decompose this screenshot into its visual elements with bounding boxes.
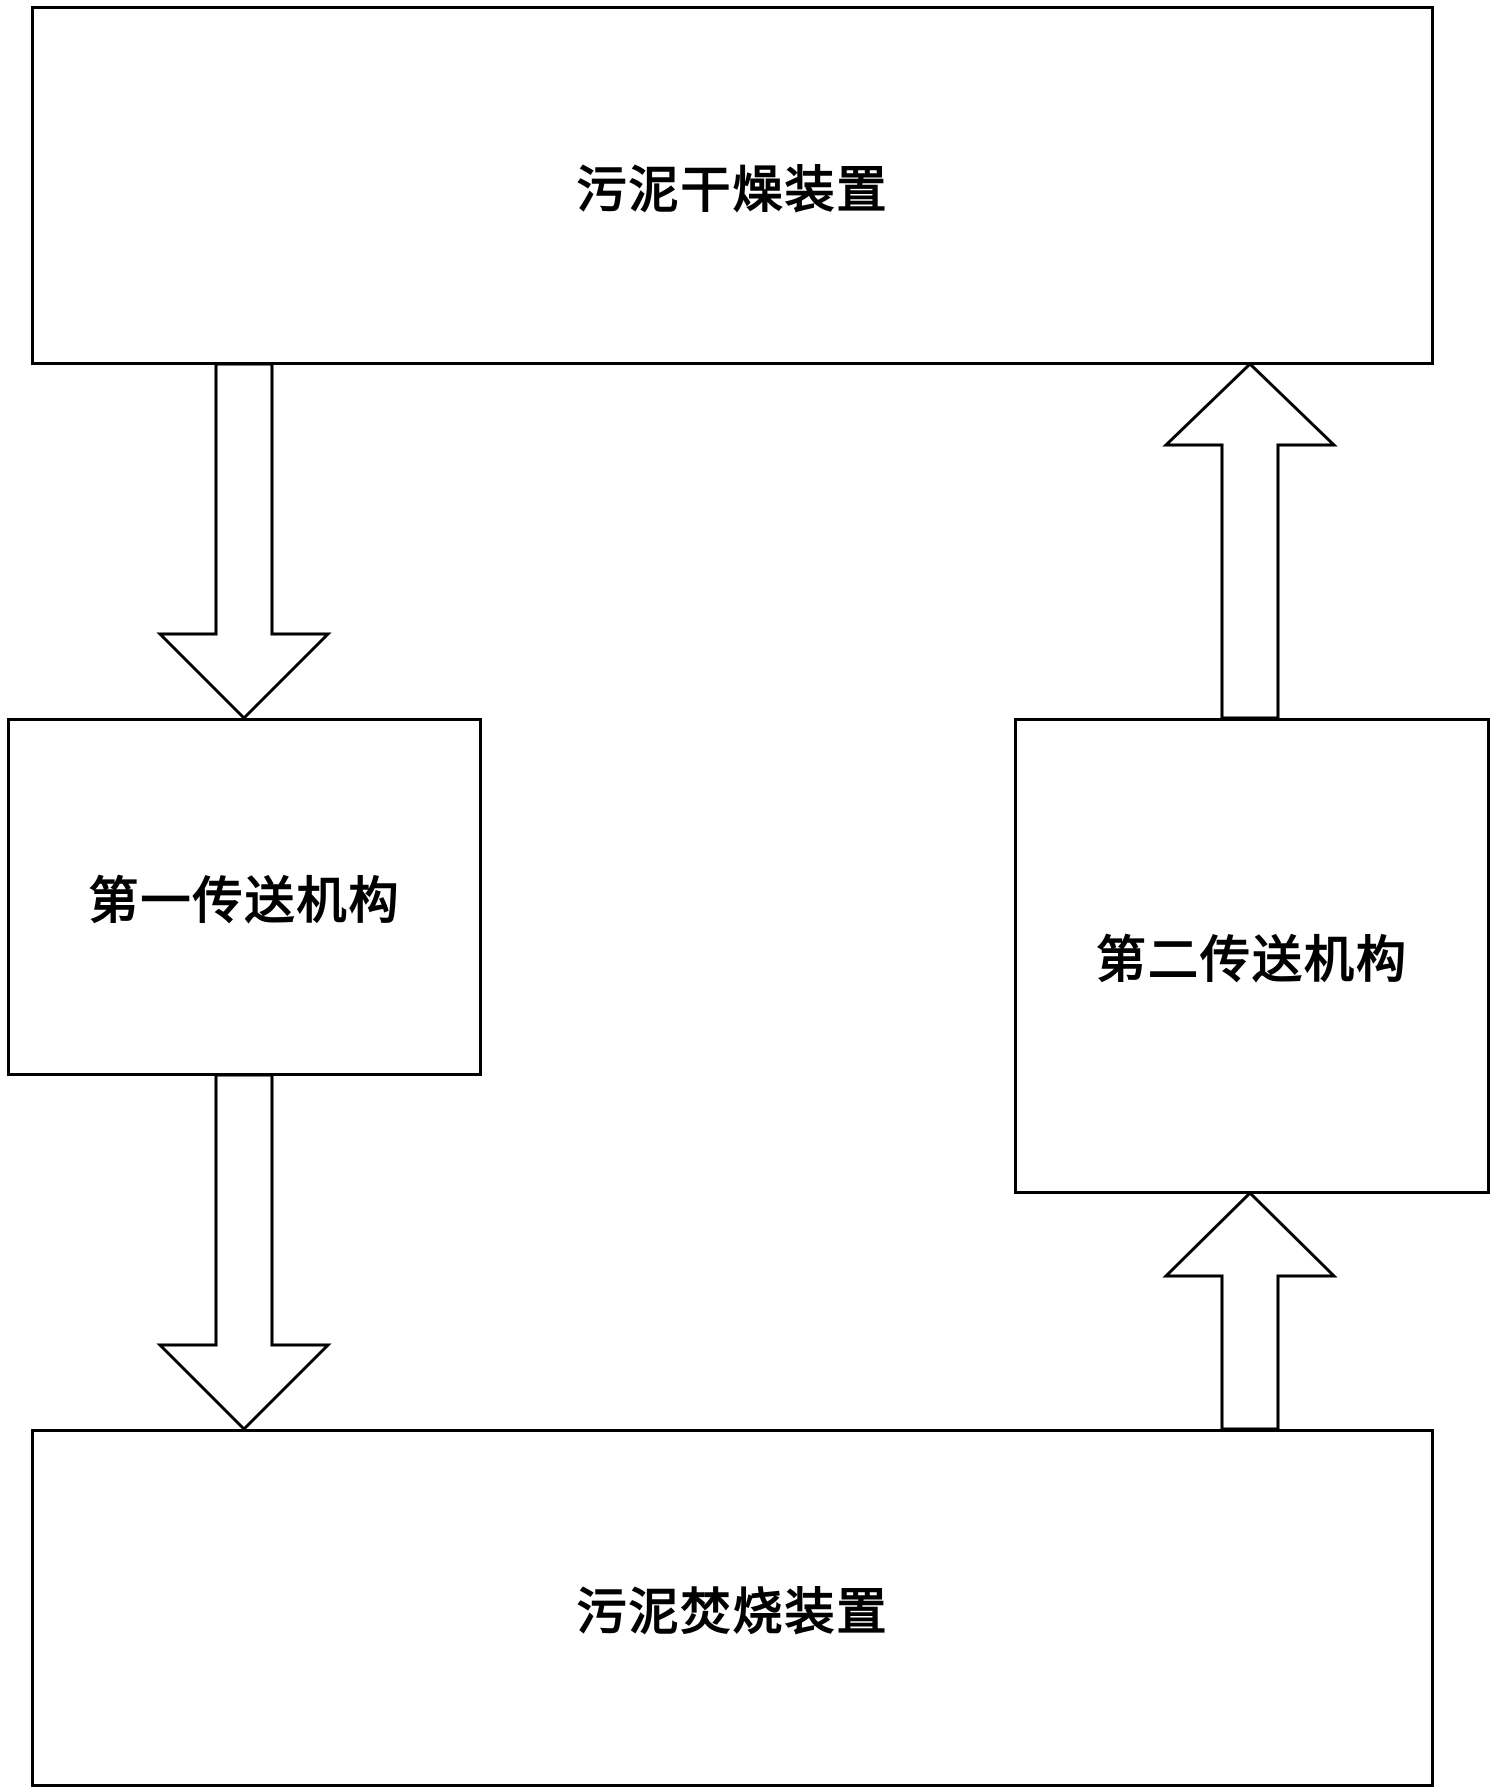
sludge-drying-device-box: 污泥干燥装置: [31, 6, 1434, 365]
sludge-incineration-device-label: 污泥焚烧装置: [576, 1583, 889, 1641]
second-conveyor-box: 第二传送机构: [1014, 718, 1490, 1194]
arrow-second-conveyor-to-dryer: [1162, 361, 1338, 720]
arrow-dryer-to-first-conveyor: [156, 362, 332, 721]
arrow-incineration-to-second-conveyor: [1162, 1190, 1338, 1431]
sludge-drying-device-label: 污泥干燥装置: [576, 160, 889, 219]
first-conveyor-label: 第一传送机构: [88, 872, 401, 930]
arrow-first-conveyor-to-incineration: [156, 1073, 332, 1432]
second-conveyor-label: 第二传送机构: [1096, 931, 1408, 989]
sludge-incineration-device-box: 污泥焚烧装置: [31, 1429, 1434, 1787]
